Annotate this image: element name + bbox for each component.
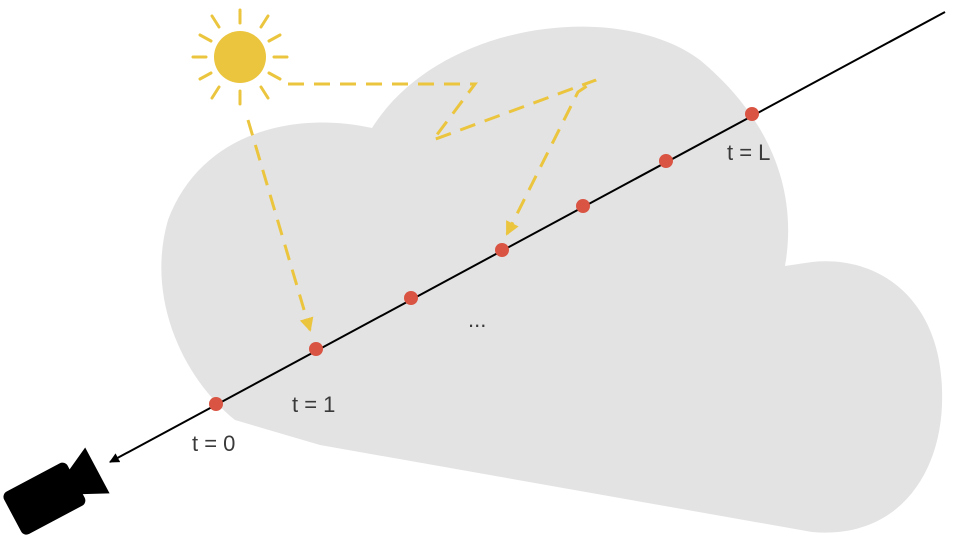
sun-icon [191, 8, 289, 106]
label-t-0: t = 0 [192, 431, 235, 456]
sample-point [745, 107, 759, 121]
label-t-l: t = L [727, 140, 770, 165]
sample-point [209, 397, 223, 411]
camera-ray [109, 11, 946, 463]
direct-light-path [246, 119, 314, 332]
sample-point [404, 291, 418, 305]
sample-point [309, 342, 323, 356]
sample-points [209, 107, 759, 411]
ellipsis-label: ... [468, 307, 486, 332]
scattered-light-path [288, 78, 597, 236]
label-t-1: t = 1 [292, 392, 335, 417]
camera-icon [3, 447, 110, 535]
sample-point [576, 199, 590, 213]
sample-point [659, 154, 673, 168]
cloud-shape [161, 26, 943, 533]
sample-point [495, 243, 509, 257]
